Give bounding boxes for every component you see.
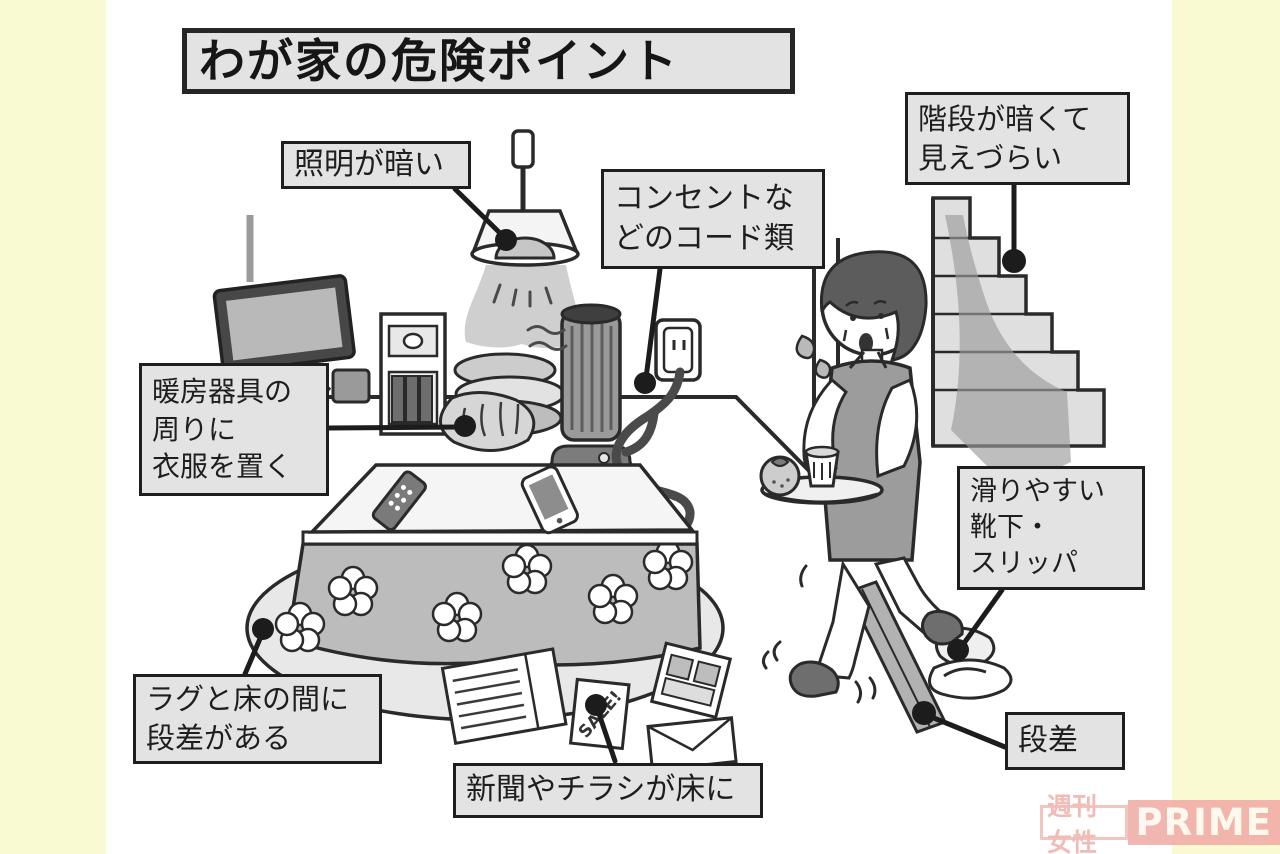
watermark-prime-text: PRIME xyxy=(1127,800,1280,845)
woman xyxy=(759,250,964,704)
label-line: 段差 xyxy=(1018,722,1078,758)
left-sock xyxy=(788,660,840,698)
right-margin-strip xyxy=(1172,0,1280,854)
callout-step: 段差 xyxy=(1005,712,1125,770)
label-line: コンセントな xyxy=(614,180,794,216)
stair-shadow xyxy=(945,215,1071,490)
callout-line-cords xyxy=(634,266,663,394)
label-line: 衣服を置く xyxy=(152,450,293,484)
callout-line-rug xyxy=(242,618,274,677)
kotatsu-tabletop xyxy=(307,463,696,534)
callout-lighting: 照明が暗い xyxy=(281,141,471,189)
callout-line-stairs xyxy=(1002,182,1026,273)
sweat-drops xyxy=(795,334,832,379)
label-line: 滑りやすい xyxy=(970,475,1105,507)
flyer-catalog xyxy=(649,641,733,720)
watermark-jp-text: 週刊女性 xyxy=(1040,792,1128,854)
newspapers-and-flyers: SALE! xyxy=(440,641,738,772)
heat-waves xyxy=(526,325,568,351)
label-line: 段差がある xyxy=(146,721,292,755)
callout-leader-lines xyxy=(242,182,1026,764)
left-margin-strip xyxy=(0,0,106,854)
label-line: どのコード類 xyxy=(614,221,794,256)
persimmon xyxy=(759,455,801,497)
callout-slippery-socks: 滑りやすい 靴下・ スリッパ xyxy=(957,466,1145,590)
label-line: 暖房器具の xyxy=(152,375,293,409)
callout-cords: コンセントな どのコード類 xyxy=(601,169,825,269)
heater-cord xyxy=(621,409,659,457)
right-sock xyxy=(921,609,964,646)
label-line: ラグと床の間に xyxy=(146,682,350,717)
books xyxy=(391,375,433,423)
callout-newspaper: 新聞やチラシが床に xyxy=(453,763,763,818)
callout-stairs-dark: 階段が暗くて 見えづらい xyxy=(905,92,1130,185)
tv xyxy=(212,215,371,404)
kotatsu xyxy=(274,463,702,667)
envelope xyxy=(646,716,738,772)
remote-control xyxy=(371,470,427,532)
woman-right-arm xyxy=(875,377,919,479)
label-line: スリッパ xyxy=(970,548,1078,580)
callout-line-heater xyxy=(326,415,476,437)
callout-line-step xyxy=(912,701,1008,750)
clothes-pile xyxy=(439,352,566,452)
shelf xyxy=(379,312,447,436)
callout-rug-gap: ラグと床の間に 段差がある xyxy=(133,674,382,764)
label-line: 照明が暗い xyxy=(294,146,444,182)
callout-line-newspaper xyxy=(585,694,618,764)
label-line: 周りに xyxy=(152,412,237,446)
woman-hair xyxy=(819,250,928,362)
callout-heater-clothes: 暖房器具の 周りに 衣服を置く xyxy=(139,363,329,496)
label-line: 階段が暗くて xyxy=(918,101,1092,136)
lamp-light-beam xyxy=(464,265,579,349)
label-line: 見えづらい xyxy=(918,140,1063,175)
teacup xyxy=(804,445,840,488)
label-line: 新聞やチラシが床に xyxy=(466,772,736,808)
woman-left-leg xyxy=(817,559,871,680)
staircase xyxy=(931,196,1106,490)
watermark-shukan-josei-prime: 週刊女性 PRIME xyxy=(1040,792,1280,854)
newspaper xyxy=(440,647,568,746)
page-title-text: わが家の危険ポイント xyxy=(199,34,679,88)
knit-sweater xyxy=(439,390,536,452)
woman-face-features xyxy=(842,300,890,353)
page-title: わが家の危険ポイント xyxy=(182,28,795,94)
motion-lines xyxy=(761,564,877,704)
smartphone xyxy=(520,465,579,535)
tv-stand xyxy=(331,368,371,404)
callout-line-lighting xyxy=(452,186,517,251)
callout-line-slippery xyxy=(947,587,1005,661)
label-line: 靴下・ xyxy=(970,511,1051,543)
